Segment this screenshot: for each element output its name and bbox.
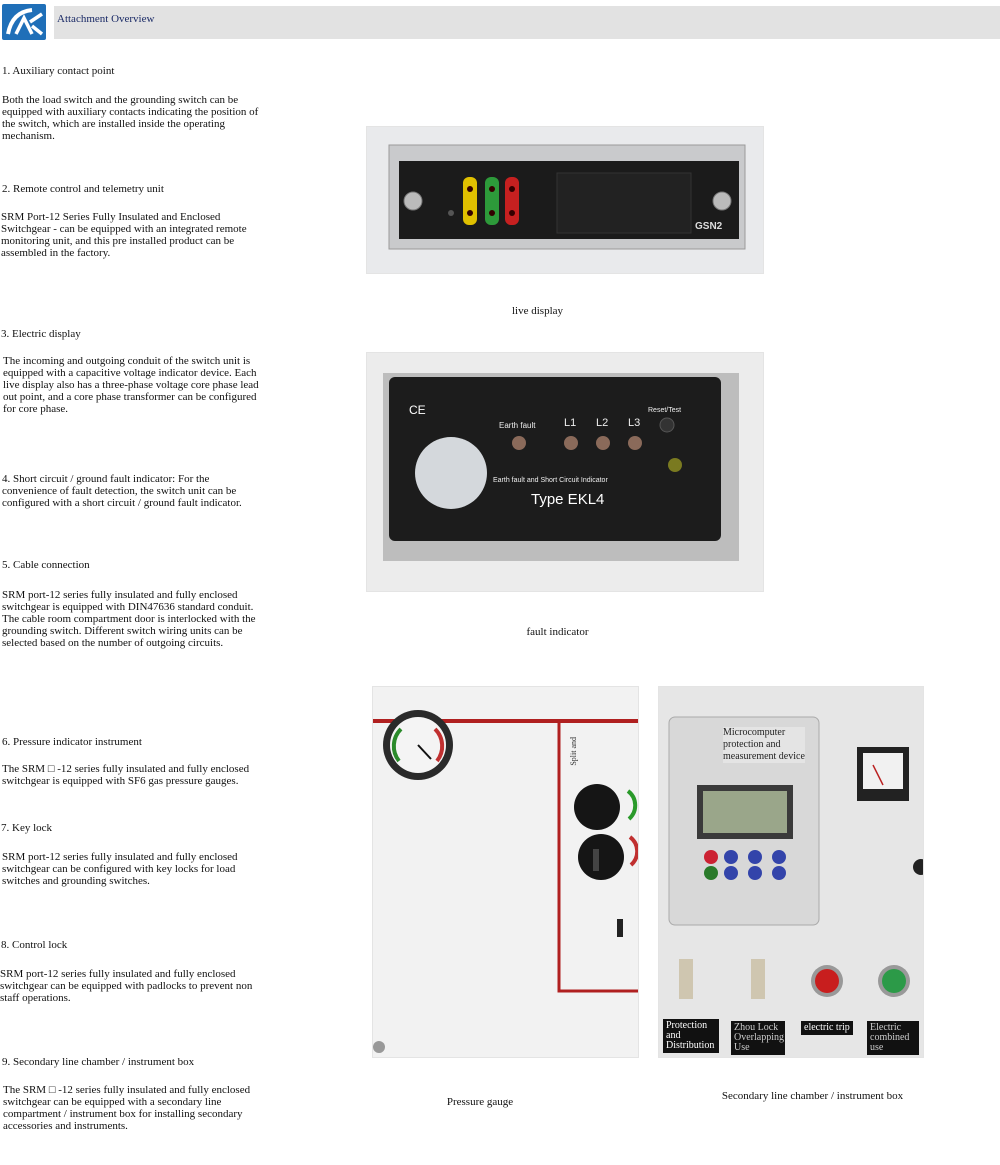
live-display-photo: GSN2 bbox=[366, 126, 764, 274]
microcomputer-label: Microcomputer protection and measurement… bbox=[723, 727, 805, 763]
split-and-label: Split and bbox=[569, 737, 578, 766]
zhou-lock-tag: Zhou Lock Overlapping Use bbox=[731, 1021, 785, 1055]
header-bar bbox=[54, 6, 1000, 39]
page-title: Attachment Overview bbox=[57, 13, 155, 25]
l2-label: L2 bbox=[596, 417, 609, 429]
section-5-heading: 5. Cable connection bbox=[2, 559, 90, 571]
section-3-heading: 3. Electric display bbox=[1, 328, 81, 340]
reset-test-label: Reset/Test bbox=[648, 407, 682, 414]
electric-trip-tag: electric trip bbox=[801, 1021, 853, 1035]
section-5-text: SRM port-12 series fully insulated and f… bbox=[2, 589, 256, 649]
company-logo bbox=[2, 4, 46, 40]
section-1-heading: 1. Auxiliary contact point bbox=[2, 65, 115, 77]
l1-label: L1 bbox=[564, 417, 577, 429]
section-8-heading: 8. Control lock bbox=[1, 939, 68, 951]
ekl4-subtitle: Earth fault and Short Circuit Indicator bbox=[493, 477, 608, 484]
live-display-caption: live display bbox=[511, 305, 564, 317]
section-2-text: SRM Port-12 Series Fully Insulated and E… bbox=[1, 211, 247, 259]
protection-tag: Protection and Distribution bbox=[663, 1019, 719, 1053]
electric-combined-tag: Electric combined use bbox=[867, 1021, 919, 1055]
section-6-text: The SRM □ -12 series fully insulated and… bbox=[2, 763, 250, 787]
section-7-heading: 7. Key lock bbox=[1, 822, 53, 834]
secondary-box-photo: Microcomputer protection and measurement… bbox=[658, 686, 924, 1058]
ce-mark: CE bbox=[409, 403, 426, 417]
fault-indicator-caption: fault indicator bbox=[526, 626, 589, 638]
section-9-heading: 9. Secondary line chamber / instrument b… bbox=[2, 1056, 195, 1068]
section-4-heading: 4. Short circuit / ground fault indicato… bbox=[2, 473, 242, 509]
section-9-text: The SRM □ -12 series fully insulated and… bbox=[3, 1084, 251, 1132]
secondary-box-caption: Secondary line chamber / instrument box bbox=[721, 1090, 904, 1102]
section-3-text: The incoming and outgoing conduit of the… bbox=[3, 355, 259, 415]
l3-label: L3 bbox=[628, 417, 641, 429]
section-1-text: Both the load switch and the grounding s… bbox=[2, 94, 259, 142]
earth-fault-label: Earth fault bbox=[499, 421, 536, 430]
ekl4-type: Type EKL4 bbox=[531, 491, 605, 508]
pressure-gauge-photo: Split and bbox=[372, 686, 639, 1058]
section-2-heading: 2. Remote control and telemetry unit bbox=[2, 183, 164, 195]
fault-indicator-photo: CE Earth fault L1 L2 L3 Reset/Test Earth… bbox=[366, 352, 764, 592]
section-6-heading: 6. Pressure indicator instrument bbox=[2, 736, 142, 748]
pressure-gauge-caption: Pressure gauge bbox=[446, 1096, 514, 1108]
gsn2-label: GSN2 bbox=[695, 221, 723, 232]
section-8-text: SRM port-12 series fully insulated and f… bbox=[0, 968, 253, 1004]
section-7-text: SRM port-12 series fully insulated and f… bbox=[2, 851, 238, 887]
